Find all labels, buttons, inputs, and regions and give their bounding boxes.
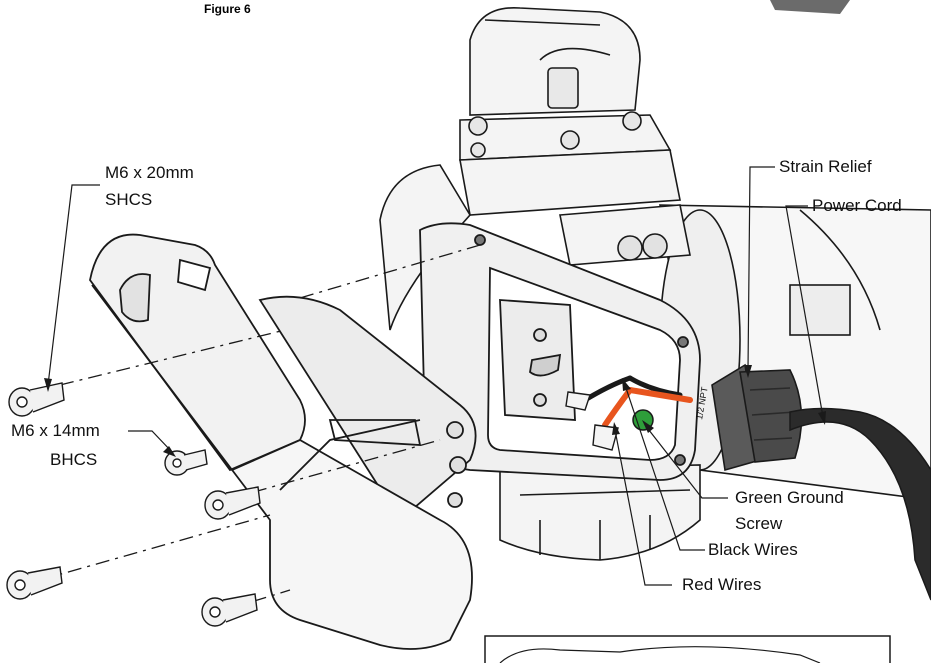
black-wires-label: Black Wires — [708, 540, 798, 559]
direction-arrow — [770, 0, 850, 14]
leader-lines — [44, 166, 826, 586]
socket-head-cap-screw — [204, 486, 261, 520]
m6x14-label: M6 x 14mm — [11, 421, 100, 440]
wire-nut — [565, 391, 619, 451]
socket-head-cap-screw — [8, 382, 65, 417]
socket-head-cap-screw — [201, 593, 258, 627]
green-ground-sublabel: Screw — [735, 514, 783, 533]
green-ground-label: Green Ground — [735, 488, 844, 507]
strain-relief-label: Strain Relief — [779, 157, 872, 176]
figure-title: Figure 6 — [204, 2, 251, 16]
inset-detail-box — [484, 635, 891, 663]
red-wires-label: Red Wires — [682, 575, 762, 594]
cover-plate — [89, 233, 477, 650]
strain-relief — [711, 363, 803, 472]
power-cord — [789, 407, 931, 601]
red-wire — [627, 387, 693, 403]
button-head-cap-screw — [164, 449, 208, 476]
m6x20-sublabel: SHCS — [105, 190, 153, 209]
power-cord-label: Power Cord — [812, 196, 902, 215]
black-wire — [627, 375, 683, 398]
m6x14-sublabel: BHCS — [50, 450, 98, 469]
junction-box — [419, 222, 701, 481]
m6x20-label: M6 x 20mm — [105, 163, 194, 182]
socket-head-cap-screw — [6, 566, 63, 600]
